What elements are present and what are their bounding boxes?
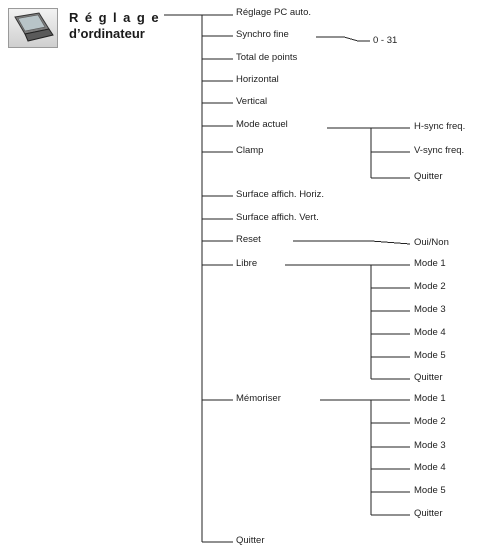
menu-item-libre[interactable]: Libre xyxy=(236,258,258,269)
menu-item-quitter[interactable]: Quitter xyxy=(236,535,265,546)
submenu-item-v-sync[interactable]: V-sync freq. xyxy=(414,145,465,156)
libre-quitter[interactable]: Quitter xyxy=(414,372,443,383)
menu-item-clamp[interactable]: Clamp xyxy=(236,145,264,156)
memoriser-quitter[interactable]: Quitter xyxy=(414,508,443,519)
laptop-icon xyxy=(8,8,58,48)
menu-item-reset[interactable]: Reset xyxy=(236,234,261,245)
menu-item-surface-horiz[interactable]: Surface affich. Horiz. xyxy=(236,189,325,200)
memoriser-mode-2[interactable]: Mode 2 xyxy=(414,416,446,427)
menu-item-synchro-fine[interactable]: Synchro fine xyxy=(236,29,289,40)
page-title-line1: Réglage xyxy=(69,10,166,25)
memoriser-mode-1[interactable]: Mode 1 xyxy=(414,393,446,404)
memoriser-mode-5[interactable]: Mode 5 xyxy=(414,485,446,496)
libre-mode-5[interactable]: Mode 5 xyxy=(414,350,446,361)
libre-mode-4[interactable]: Mode 4 xyxy=(414,327,446,338)
menu-item-total-de-points[interactable]: Total de points xyxy=(236,52,298,63)
submenu-item-oui-non[interactable]: Oui/Non xyxy=(414,237,449,248)
menu-item-horizontal[interactable]: Horizontal xyxy=(236,74,279,85)
menu-item-mode-actuel[interactable]: Mode actuel xyxy=(236,119,288,130)
page-title-line2: d’ordinateur xyxy=(69,26,145,41)
libre-mode-3[interactable]: Mode 3 xyxy=(414,304,446,315)
memoriser-mode-4[interactable]: Mode 4 xyxy=(414,462,446,473)
laptop-glyph xyxy=(14,12,54,42)
submenu-item-h-sync[interactable]: H-sync freq. xyxy=(414,121,466,132)
memoriser-mode-3[interactable]: Mode 3 xyxy=(414,440,446,451)
synchro-range-value: 0 - 31 xyxy=(373,35,398,46)
tree-lines xyxy=(164,14,411,543)
menu-item-reglage-pc-auto[interactable]: Réglage PC auto. xyxy=(236,7,311,18)
libre-mode-2[interactable]: Mode 2 xyxy=(414,281,446,292)
menu-item-vertical[interactable]: Vertical xyxy=(236,96,268,107)
libre-mode-1[interactable]: Mode 1 xyxy=(414,258,446,269)
submenu-item-quitter[interactable]: Quitter xyxy=(414,171,443,182)
menu-item-memoriser[interactable]: Mémoriser xyxy=(236,393,281,404)
menu-item-surface-vert[interactable]: Surface affich. Vert. xyxy=(236,212,319,223)
